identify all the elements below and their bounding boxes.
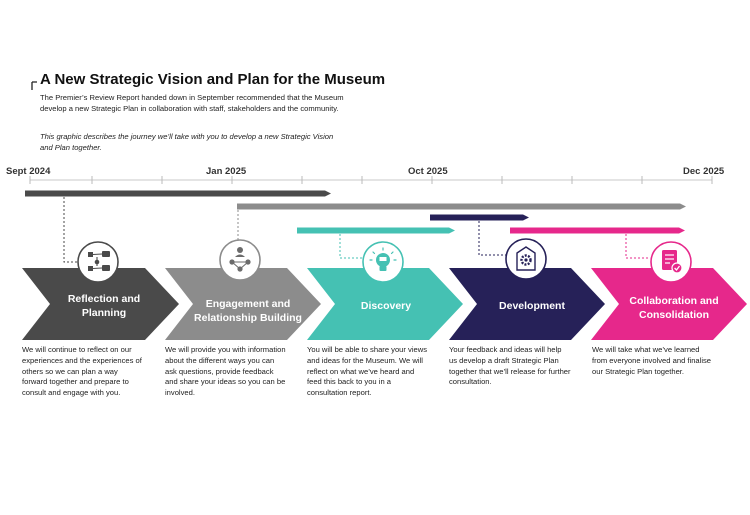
stage-title-development: Development	[499, 300, 565, 312]
stage-description-engagement: We will provide you with information abo…	[165, 345, 286, 398]
stage-chevron-collaboration	[591, 268, 747, 340]
checklist-icon	[650, 241, 692, 283]
stage-description-collaboration: We will take what we’ve learned from eve…	[592, 345, 712, 376]
duration-bar-engagement	[237, 203, 686, 210]
stage-title-engagement: Engagement and Relationship Building	[194, 298, 302, 324]
header-bracket	[31, 81, 37, 90]
date-sept-2024: Sept 2024	[6, 166, 51, 177]
stage-chevron-engagement	[165, 268, 321, 340]
stage-description-development: Your feedback and ideas will help us dev…	[449, 345, 571, 387]
stage-description-discovery: You will be able to share your views and…	[307, 345, 428, 398]
lightbulb-icon	[362, 241, 404, 283]
duration-bar-collaboration	[510, 227, 685, 234]
timeline-axis	[29, 176, 713, 184]
stage-title-reflection: Reflection and Planning	[67, 293, 141, 319]
intro-italic-text: This graphic describes the journey we’ll…	[40, 132, 334, 152]
stage-title-collaboration: Collaboration and Consolidation	[629, 295, 719, 321]
connectors	[63, 197, 650, 263]
date-dec-2025: Dec 2025	[683, 166, 725, 177]
duration-bar-development	[430, 214, 529, 221]
duration-bar-discovery	[297, 227, 455, 234]
duration-bar-reflection	[25, 190, 331, 197]
stage-chevron-reflection	[22, 268, 179, 340]
document-gear-icon	[505, 238, 547, 280]
stage-chevron-development	[449, 268, 605, 340]
stage-description-reflection: We will continue to reflect on our exper…	[22, 345, 142, 398]
intro-text: The Premier’s Review Report handed down …	[40, 93, 344, 113]
date-jan-2025: Jan 2025	[206, 166, 247, 177]
flowchart-icon	[77, 241, 119, 283]
stage-title-discovery: Discovery	[360, 300, 412, 312]
people-network-icon	[219, 239, 261, 281]
date-oct-2025: Oct 2025	[408, 166, 448, 177]
page-title: A New Strategic Vision and Plan for the …	[40, 71, 386, 88]
stage-chevron-discovery	[307, 268, 463, 340]
